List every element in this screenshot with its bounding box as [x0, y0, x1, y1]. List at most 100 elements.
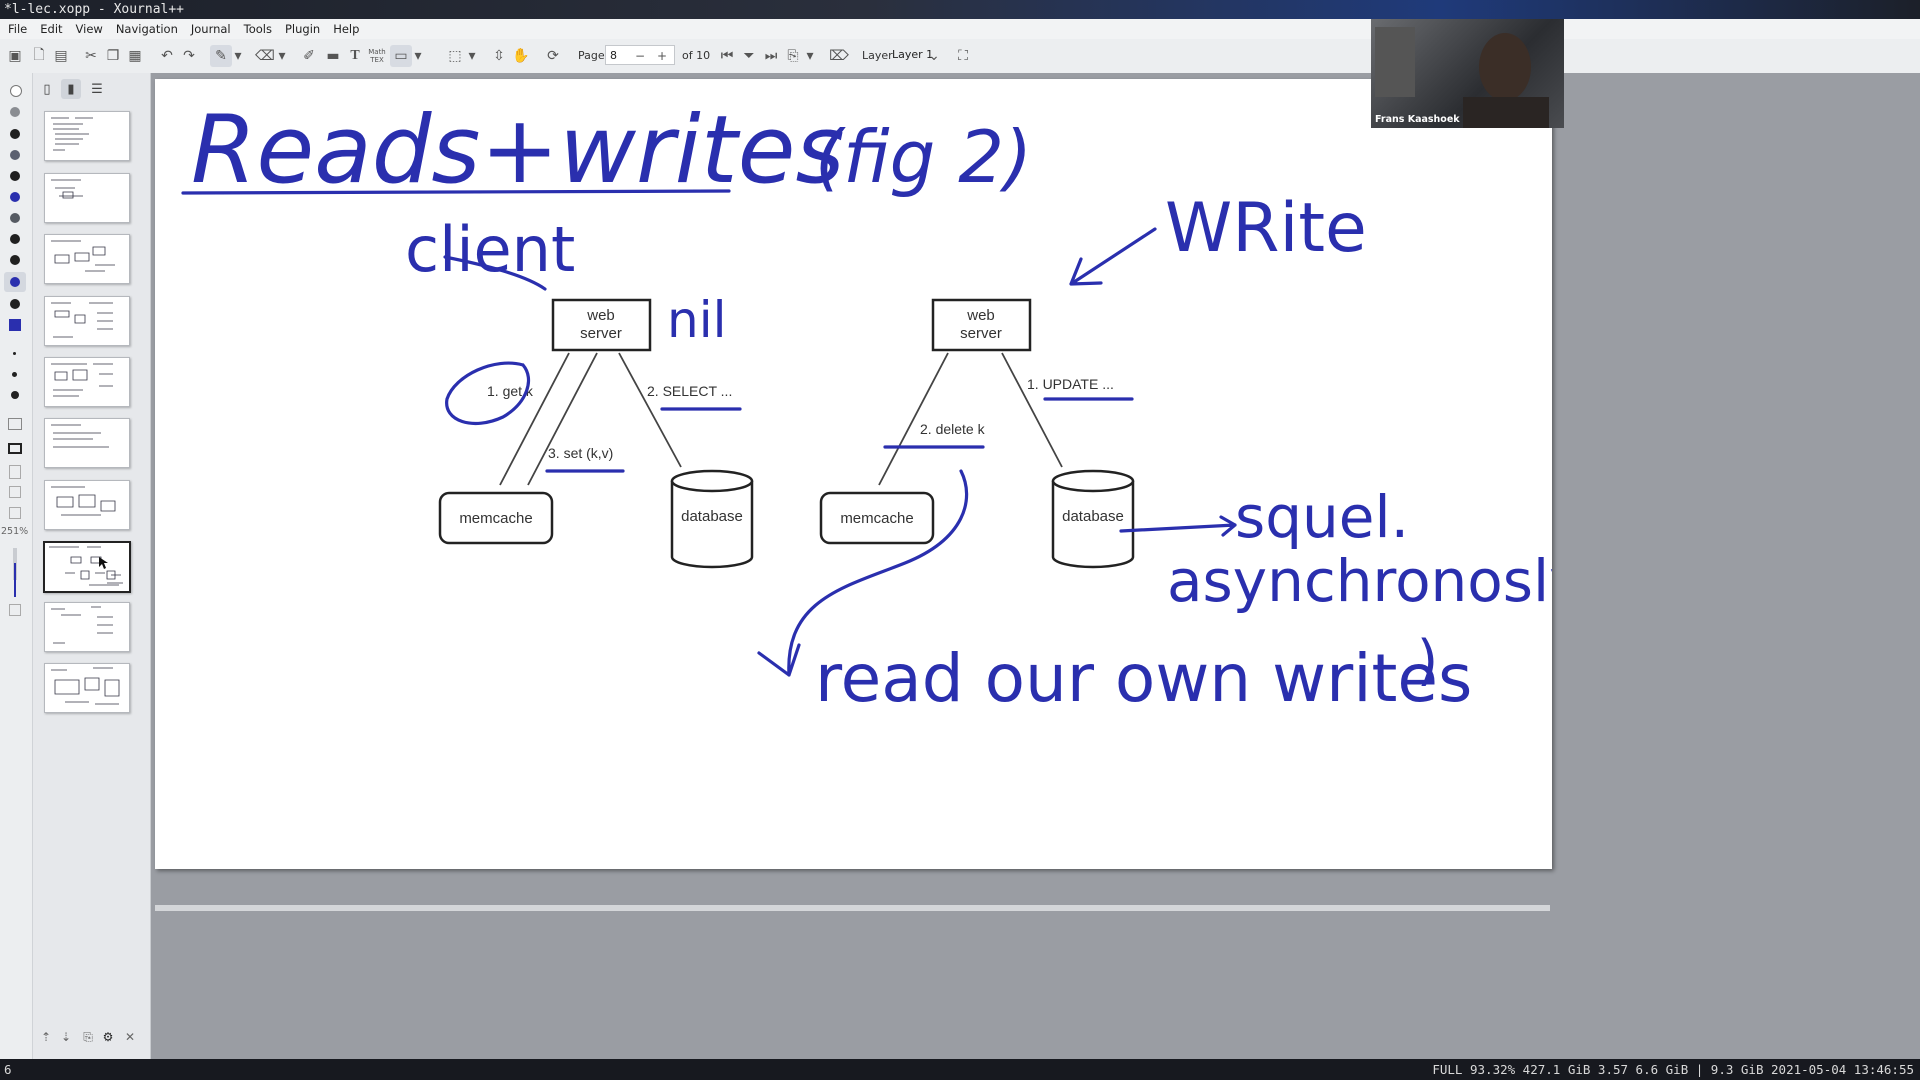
- paste-icon[interactable]: ▦: [128, 48, 142, 64]
- page-thumbnail-1[interactable]: [44, 111, 130, 161]
- close-sidebar-icon[interactable]: ✕: [124, 1030, 136, 1044]
- size-thick-dot[interactable]: [11, 391, 19, 399]
- menu-help[interactable]: Help: [333, 22, 360, 36]
- color-black-dot[interactable]: [10, 129, 20, 139]
- page-thumbnail-9[interactable]: [44, 602, 130, 652]
- pen-icon[interactable]: ✎: [210, 45, 232, 67]
- handwritten-title: Reads+writes: [191, 96, 844, 205]
- layers-tab-icon[interactable]: ☰: [91, 81, 103, 97]
- menu-edit[interactable]: Edit: [40, 22, 63, 36]
- fullscreen-icon[interactable]: ⛶: [958, 48, 968, 64]
- outline-tab-icon[interactable]: ▯: [43, 81, 51, 97]
- menu-bar: File Edit View Navigation Journal Tools Plugin…: [0, 19, 1920, 39]
- delete-page-icon[interactable]: ⌦: [829, 48, 849, 64]
- selected-blue-dot[interactable]: [10, 277, 20, 287]
- page-icon-b[interactable]: [9, 486, 21, 498]
- pen-dropdown-icon[interactable]: ▾: [234, 48, 242, 64]
- open-folder-icon[interactable]: ▤: [54, 48, 68, 64]
- page-thumbnail-2[interactable]: [44, 173, 130, 223]
- refresh-icon[interactable]: ⟳: [547, 48, 559, 64]
- menu-journal[interactable]: Journal: [190, 22, 231, 36]
- page-decrement-icon[interactable]: −: [634, 49, 646, 63]
- vertical-space-icon[interactable]: ⇳: [493, 48, 505, 64]
- grid-icon[interactable]: [8, 418, 22, 430]
- window-title: *l-lec.xopp - Xournal++: [4, 2, 185, 17]
- redo-icon[interactable]: ↷: [183, 48, 195, 64]
- handwritten-read-our-own-writes: read our own writes: [815, 640, 1472, 717]
- color-grey-dot[interactable]: [10, 107, 20, 117]
- monitor-icon[interactable]: [8, 443, 22, 454]
- workspace-number[interactable]: 6: [4, 1062, 12, 1077]
- cut-icon[interactable]: ✂: [85, 48, 97, 64]
- client-swoosh: [443, 255, 547, 291]
- move-page-up-icon[interactable]: ⇡: [40, 1030, 52, 1044]
- layer-select[interactable]: Layer 1: [892, 48, 934, 61]
- page-thumbnail-8-selected[interactable]: [43, 541, 131, 593]
- size-fine-dot[interactable]: [13, 352, 16, 355]
- copy-icon[interactable]: ❐: [106, 48, 120, 64]
- eraser-dropdown-icon[interactable]: ▾: [278, 48, 286, 64]
- left-memcache-box: memcache: [438, 491, 554, 545]
- read-own-writes-arrow: [757, 469, 969, 677]
- page-thumbnail-10[interactable]: [44, 663, 130, 713]
- new-document-icon[interactable]: 🗋: [33, 47, 45, 63]
- handwritten-asynchronosly: asynchronosly: [1167, 547, 1552, 615]
- shape-recognizer-icon[interactable]: ▭: [390, 45, 412, 67]
- page-icon-c[interactable]: [9, 507, 21, 519]
- select-dropdown-icon[interactable]: ▾: [468, 48, 476, 64]
- next-page-icon[interactable]: ⏭: [764, 48, 778, 64]
- page-icon-a[interactable]: [9, 465, 21, 479]
- highlighter-icon[interactable]: ✐: [303, 48, 315, 64]
- lock-icon[interactable]: [9, 604, 21, 616]
- menu-file[interactable]: File: [8, 22, 28, 36]
- math-tex-icon[interactable]: Math TEX: [368, 48, 386, 64]
- document-page[interactable]: Reads+writes (fig 2) client nil WRite we…: [155, 79, 1583, 869]
- menu-view[interactable]: View: [75, 22, 103, 36]
- custom-color-swatch[interactable]: [9, 319, 21, 331]
- page-thumbnail-3[interactable]: [44, 234, 130, 284]
- color-dark-dot[interactable]: [10, 213, 20, 223]
- color-blue-dot[interactable]: [10, 192, 20, 202]
- page-increment-icon[interactable]: +: [656, 49, 668, 63]
- size-medium-dot[interactable]: [12, 372, 17, 377]
- page-preview-tab-icon[interactable]: ▮: [61, 79, 81, 99]
- handwritten-squel: squel.: [1235, 483, 1409, 551]
- color-black-dot-3[interactable]: [10, 234, 20, 244]
- eraser-icon[interactable]: ⌫: [255, 48, 275, 64]
- color-white-dot[interactable]: [10, 85, 22, 97]
- right-edge-update-label: 1. UPDATE ...: [1027, 376, 1114, 392]
- page-thumbnail-7[interactable]: [44, 480, 130, 530]
- color-black-dot-4[interactable]: [10, 255, 20, 265]
- page-thumbnail-4[interactable]: [44, 296, 130, 346]
- color-black-dot-2[interactable]: [10, 171, 20, 181]
- undo-icon[interactable]: ↶: [161, 48, 173, 64]
- color-slate-dot[interactable]: [10, 150, 20, 160]
- select-rect-icon[interactable]: ⬚: [448, 48, 462, 64]
- move-page-down-icon[interactable]: ⇣: [60, 1030, 72, 1044]
- page-thumbnail-6[interactable]: [44, 418, 130, 468]
- page-number-field[interactable]: 8: [605, 45, 675, 65]
- handwritten-nil: nil: [667, 291, 726, 349]
- save-icon[interactable]: ▣: [8, 48, 22, 64]
- color-black-dot-5[interactable]: [10, 299, 20, 309]
- menu-plugin[interactable]: Plugin: [284, 22, 321, 36]
- shape-dropdown-icon[interactable]: ▾: [414, 48, 422, 64]
- page-thumbnail-5[interactable]: [44, 357, 130, 407]
- add-page-icon[interactable]: ⎘: [787, 48, 799, 64]
- image-icon[interactable]: ▬: [326, 48, 340, 64]
- main-toolbar: ▣ 🗋 ▤ ✂ ❐ ▦ ↶ ↷ ✎ ▾ ⌫ ▾ ✐ ▬ T Math TEX ▭…: [0, 39, 1920, 74]
- left-arrows: [499, 352, 682, 486]
- previous-page-icon[interactable]: ⏷: [743, 48, 755, 64]
- layer-dropdown-icon[interactable]: ⌄: [928, 48, 940, 64]
- text-tool-icon[interactable]: T: [350, 48, 360, 63]
- settings-gear-icon[interactable]: ⚙: [102, 1030, 114, 1044]
- add-page-dropdown-icon[interactable]: ▾: [806, 48, 814, 64]
- first-page-icon[interactable]: ⏮: [720, 48, 734, 64]
- copy-page-icon[interactable]: ⎘: [83, 1029, 93, 1044]
- menu-navigation[interactable]: Navigation: [115, 22, 178, 36]
- get-k-circle: [445, 361, 531, 426]
- hand-icon[interactable]: ✋: [512, 48, 530, 64]
- horizontal-scrollbar[interactable]: [155, 905, 1550, 911]
- document-canvas-area[interactable]: Reads+writes (fig 2) client nil WRite we…: [151, 73, 1920, 1059]
- menu-tools[interactable]: Tools: [243, 22, 272, 36]
